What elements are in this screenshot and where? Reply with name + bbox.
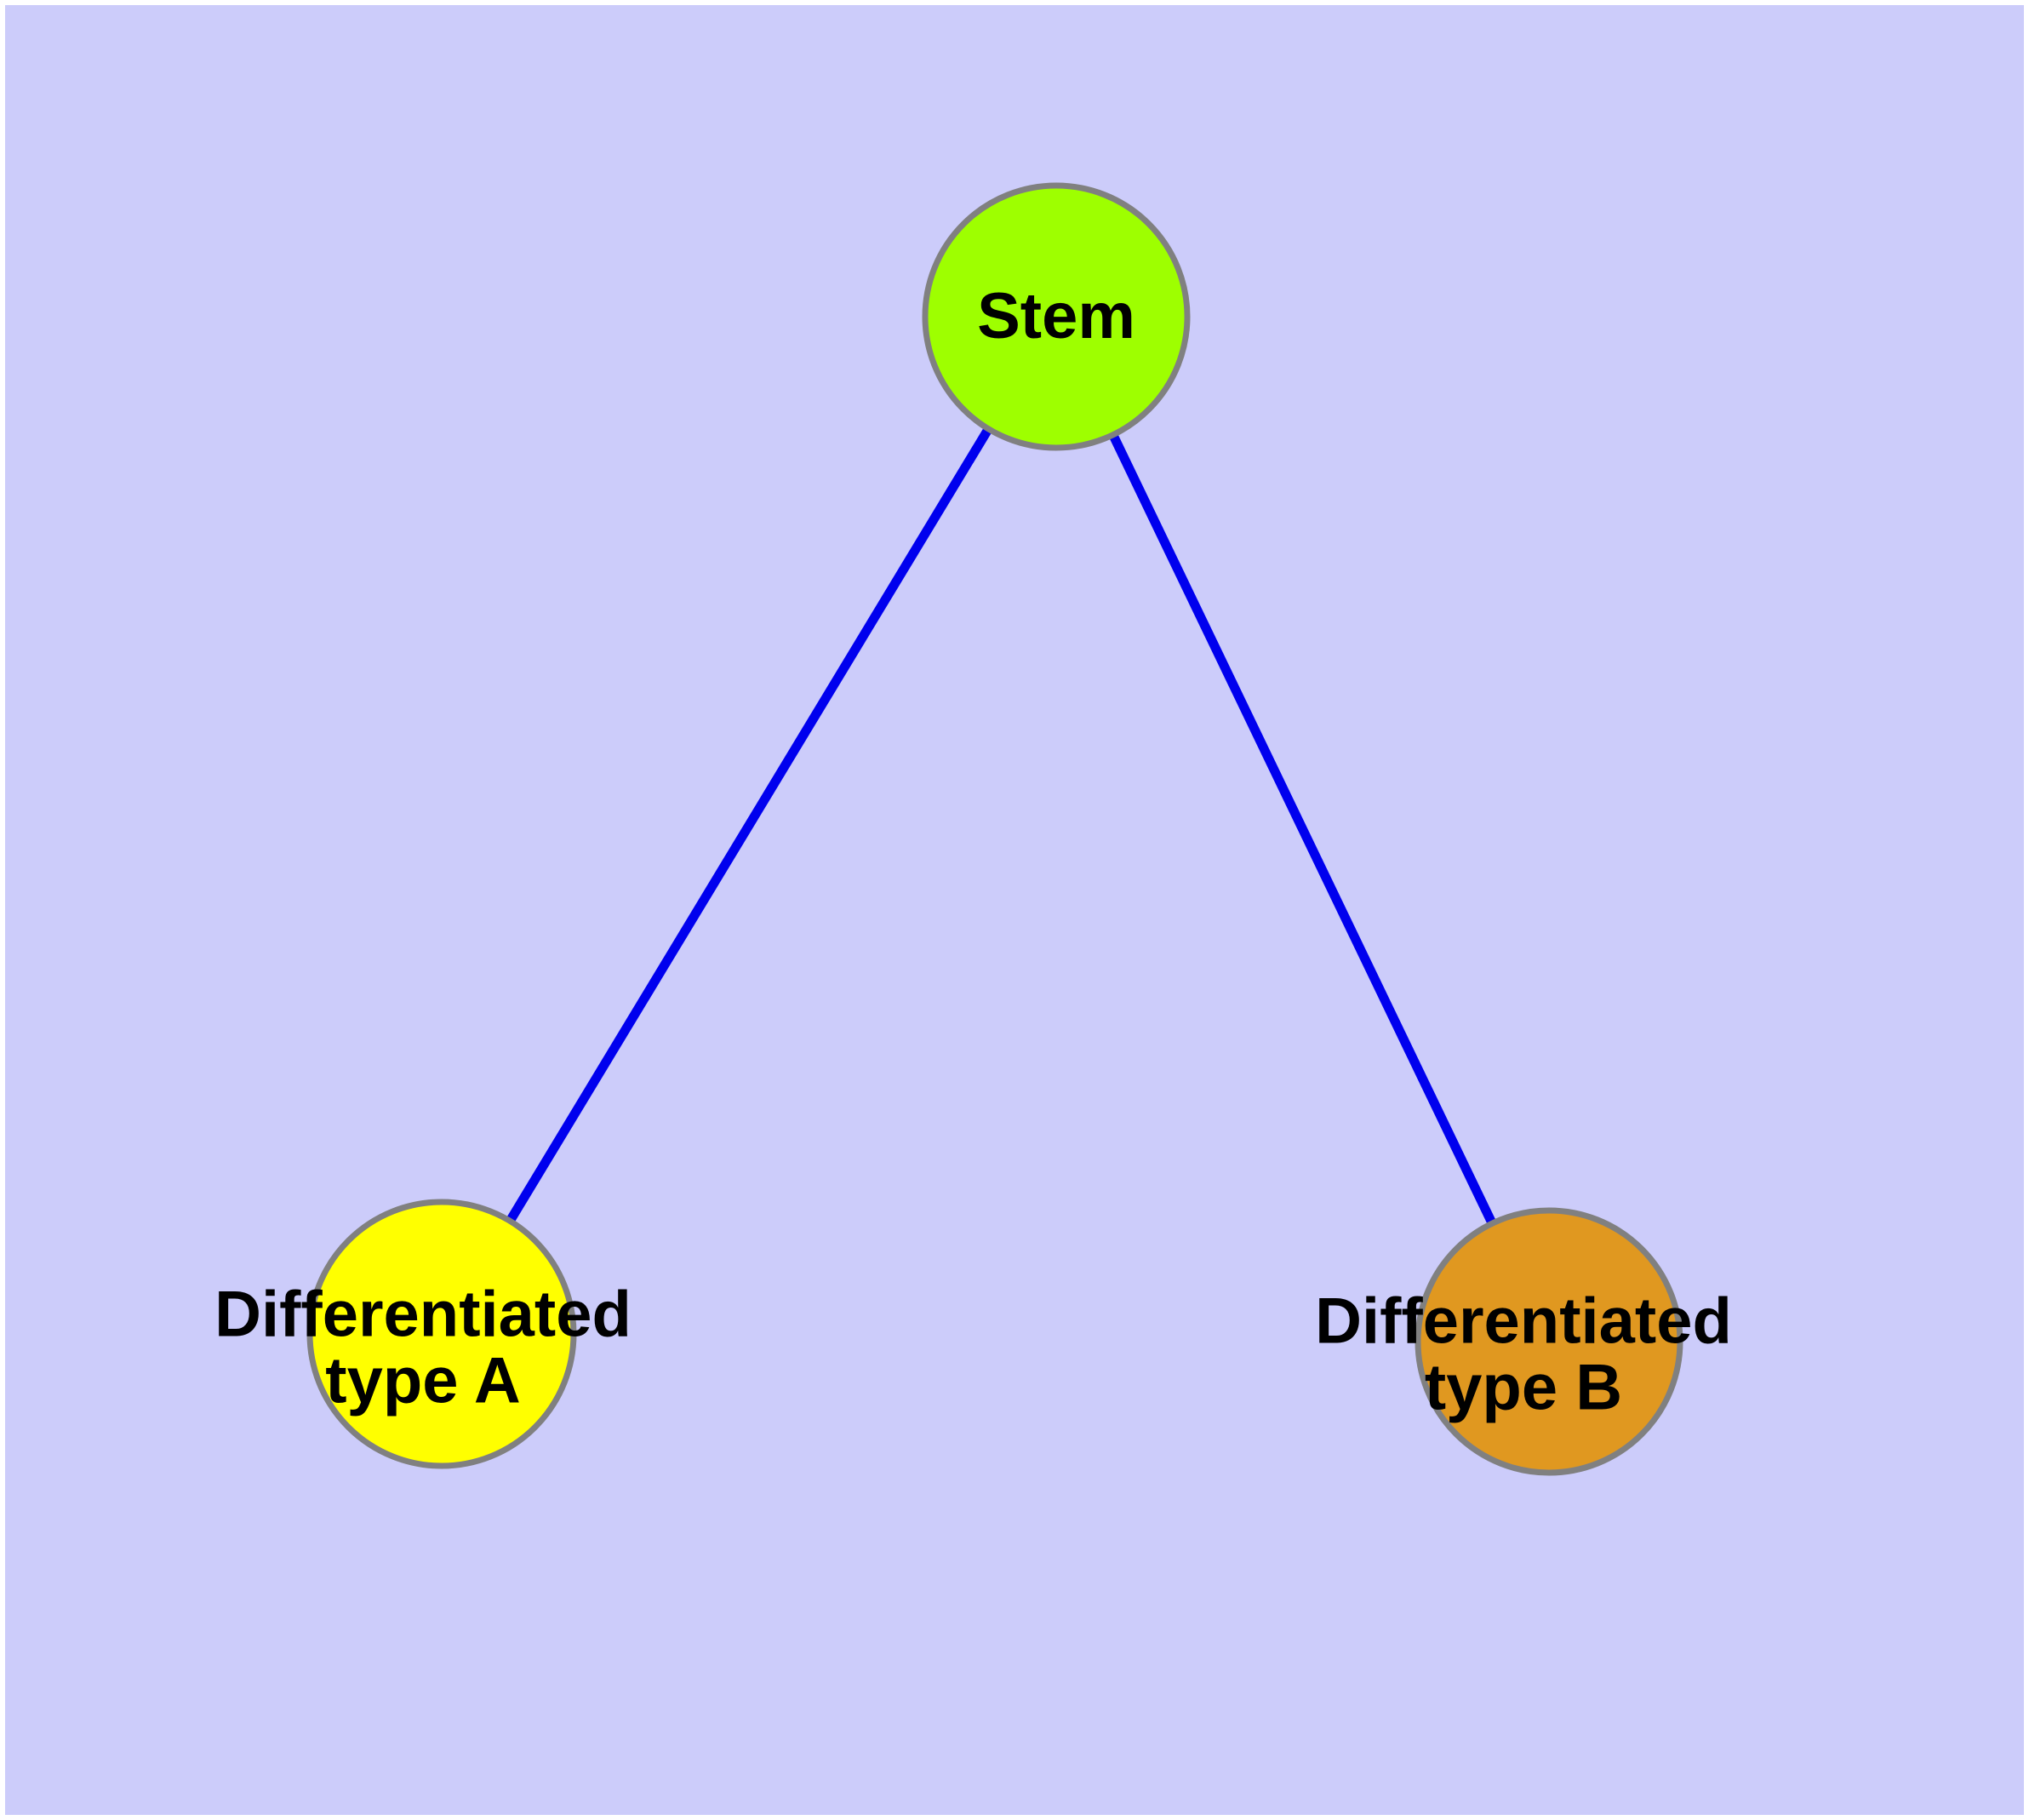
graph-node-diff_b[interactable] <box>1415 1207 1683 1476</box>
graph-node-stem[interactable] <box>922 182 1191 451</box>
graph-node-diff_a[interactable] <box>306 1199 577 1469</box>
graph-edge[interactable] <box>437 314 1060 1336</box>
nodes-layer <box>306 182 1683 1476</box>
graph-edge[interactable] <box>1052 314 1553 1344</box>
edges-layer <box>437 314 1553 1344</box>
